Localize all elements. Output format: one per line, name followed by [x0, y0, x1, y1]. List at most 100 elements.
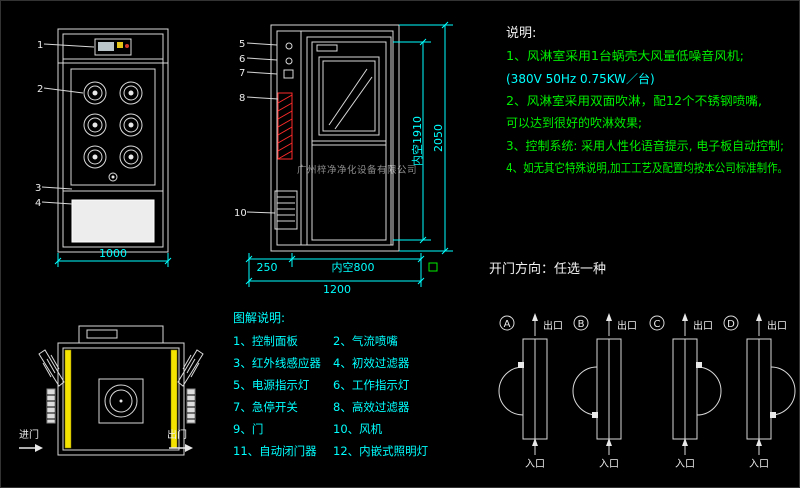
side-view: 5 6 7 8 10 内空1910 2050 — [234, 21, 453, 296]
infrared-sensor — [108, 172, 118, 182]
entry-arrow-icon — [19, 444, 43, 452]
up-arrow-icon — [532, 313, 538, 321]
dimension-bottom: 250 内空800 1200 — [245, 253, 425, 296]
exit-label: 出口 — [617, 319, 637, 332]
door-swing-arc — [696, 366, 722, 416]
nozzle-strip-left — [64, 349, 72, 449]
front-view: 1000 1 2 3 4 — [35, 28, 172, 267]
entry-label: 入口 — [675, 459, 695, 470]
front-outer-frame — [57, 28, 169, 253]
exit-label: 出口 — [543, 319, 563, 332]
work-light — [285, 57, 293, 65]
entry-label: 入口 — [525, 459, 545, 470]
door-direction-title: 开门方向：任选一种 — [489, 261, 606, 277]
nozzle — [83, 145, 107, 169]
note-line-3: 2、风淋室采用双面吹淋，配12个不锈钢喷嘴, — [506, 93, 762, 108]
legend-item: 4、初效过滤器 — [333, 356, 410, 370]
callout-7: 7 — [239, 68, 245, 79]
dim-label-1200: 1200 — [323, 283, 351, 296]
callout-5: 5 — [239, 39, 245, 50]
dim-label-1000: 1000 — [99, 247, 127, 260]
legend-item: 8、高效过滤器 — [333, 400, 410, 414]
door-option-b: B 出口 入口 — [572, 313, 637, 470]
callout-3: 3 — [35, 183, 41, 194]
entry-label: 入口 — [599, 459, 619, 470]
exit-label: 出口 — [693, 319, 713, 332]
option-letter: C — [654, 319, 661, 330]
exit-arrow-icon — [169, 444, 193, 452]
door-swing-arc — [572, 366, 598, 416]
nozzle — [119, 145, 143, 169]
door-closer — [316, 44, 338, 52]
legend-item: 9、门 — [233, 422, 263, 436]
door-option-c: C 出口 入口 — [649, 313, 722, 470]
callout-4: 4 — [35, 198, 41, 209]
nozzle — [119, 113, 143, 137]
up-arrow-icon — [682, 438, 688, 446]
door-option-a: A 出口 入口 — [498, 313, 563, 470]
nozzle — [83, 113, 107, 137]
legend-title: 图解说明: — [233, 310, 285, 325]
side-outer-frame — [270, 24, 400, 252]
note-line-6: 4、如无其它特殊说明,加工工艺及配置均按本公司标准制作。 — [506, 160, 788, 175]
top-outer-frame — [57, 342, 185, 456]
callout-1: 1 — [37, 40, 43, 51]
note-line-2: (380V 50Hz 0.75KW／台) — [506, 71, 655, 86]
watermark-text: 广州梓净净化设备有限公司 — [297, 164, 417, 176]
legend-item: 2、气流喷嘴 — [333, 334, 398, 348]
dimension-front-width: 1000 — [54, 247, 172, 267]
legend-item: 10、风机 — [333, 422, 383, 436]
callout-2: 2 — [37, 84, 43, 95]
up-arrow-icon — [756, 438, 762, 446]
nozzle-panel — [70, 68, 156, 186]
callout-8: 8 — [239, 93, 245, 104]
front-callouts: 1 2 3 4 — [35, 40, 95, 209]
callout-10: 10 — [234, 208, 247, 219]
legend-item: 12、内嵌式照明灯 — [333, 444, 429, 458]
exit-door-leaf — [177, 349, 204, 387]
legend-block: 图解说明: 1、控制面板 2、气流喷嘴 3、红外线感应器 4、初效过滤器 5、电… — [233, 310, 429, 458]
notes-title: 说明: — [506, 26, 536, 41]
legend-item: 1、控制面板 — [233, 334, 298, 348]
callout-6: 6 — [239, 54, 245, 65]
entry-label: 入口 — [749, 459, 769, 470]
power-light — [285, 42, 293, 50]
emergency-stop — [283, 69, 294, 79]
door-seal-right — [186, 388, 196, 424]
legend-item: 7、急停开关 — [233, 400, 298, 414]
option-letter: B — [578, 319, 585, 330]
center-fan — [98, 378, 144, 424]
door-seal-left — [46, 388, 56, 424]
door-swing-arc — [498, 366, 524, 416]
exit-label: 出门 — [167, 428, 187, 441]
dim-label-inner-800: 内空800 — [332, 260, 375, 274]
up-arrow-icon — [682, 313, 688, 321]
top-view: 进门 出门 — [19, 325, 204, 456]
fan-housing — [78, 325, 164, 344]
up-arrow-icon — [606, 438, 612, 446]
up-arrow-icon — [606, 313, 612, 321]
nozzle — [83, 81, 107, 105]
option-letter: A — [504, 319, 511, 330]
note-line-1: 1、风淋室采用1台蜗壳大风量低噪音风机; — [506, 48, 744, 63]
hepa-filter — [277, 92, 293, 160]
door-option-d: D 出口 入口 — [723, 313, 796, 470]
dim-label-total-height: 2050 — [432, 124, 445, 152]
notes-block: 说明: 1、风淋室采用1台蜗壳大风量低噪音风机; (380V 50Hz 0.75… — [506, 26, 788, 175]
note-line-5: 3、控制系统: 采用人性化语音提示, 电子板自动控制; — [506, 138, 784, 153]
nozzle — [119, 81, 143, 105]
marker-square — [428, 262, 438, 272]
legend-item: 5、电源指示灯 — [233, 378, 310, 392]
dim-label-250: 250 — [257, 261, 278, 274]
control-panel — [94, 38, 132, 56]
up-arrow-icon — [532, 438, 538, 446]
legend-item: 11、自动闭门器 — [233, 444, 317, 458]
front-bottom-panel — [71, 199, 155, 243]
exit-label: 出口 — [767, 319, 787, 332]
dimension-total-height: 2050 — [399, 21, 453, 255]
door-swing-arc — [770, 366, 796, 416]
entry-label: 进门 — [19, 428, 39, 441]
fan-box — [274, 190, 298, 230]
